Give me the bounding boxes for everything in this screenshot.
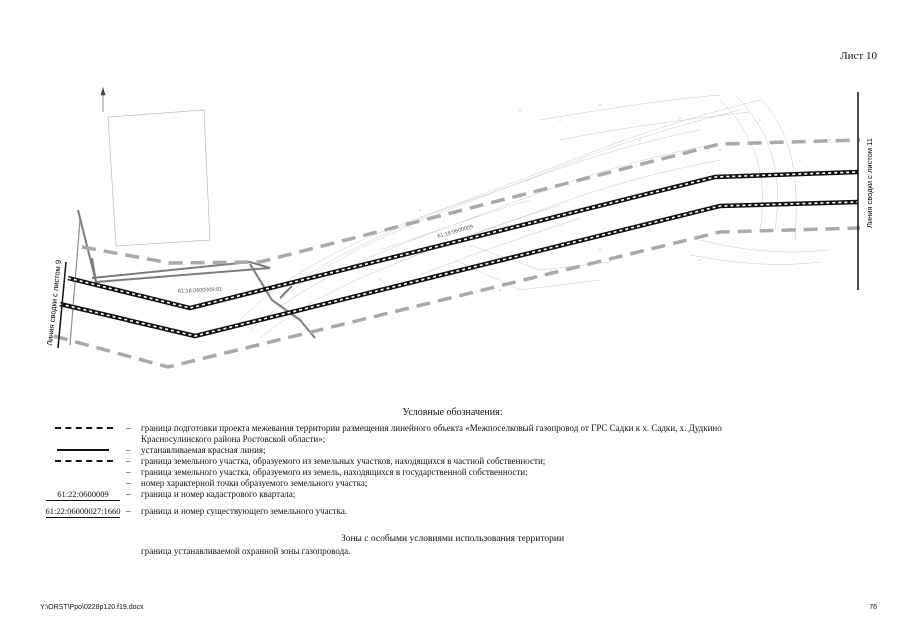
legend-row-private-parcel: – граница земельного участка, образуемог… — [40, 456, 740, 467]
legend-row-point-number: – номер характерной точки образуемого зе… — [40, 478, 740, 489]
north-arrow-icon — [100, 86, 106, 112]
legend-text: номер характерной точки образуемого земе… — [141, 478, 368, 488]
elevation-dots — [329, 104, 831, 301]
legend-title: Условные обозначения: — [402, 407, 503, 418]
legend-row-state-parcel: – граница земельного участка, образуемог… — [40, 467, 740, 478]
legend-text: граница и номер существующего земельного… — [141, 506, 348, 516]
sheet-label: Лист 10 — [840, 50, 877, 62]
legend-row-existing-parcel: 61:22:06000027:1660 – граница и номер су… — [40, 506, 740, 519]
legend: – граница подготовки проекта межевания т… — [40, 423, 740, 519]
footer-file-path: Y:\ORST\Ppo\0228p120.f19.docx — [40, 604, 144, 611]
legend-symbol-solid — [45, 445, 125, 456]
legend-code-quarter: 61:22:0600009 — [40, 489, 126, 501]
legend-text: устанавливаемая красная линия; — [141, 445, 266, 455]
footer-page-number: 76 — [869, 604, 877, 611]
legend-row-red-line: – устанавливаемая красная линия; — [40, 445, 740, 456]
red-line-lower — [59, 199, 859, 339]
protection-zone-boundary — [53, 138, 861, 369]
field-outline — [107, 109, 211, 247]
legend-symbol-dashed — [45, 456, 125, 467]
legend-row-project-boundary: – граница подготовки проекта межевания т… — [40, 423, 740, 445]
match-line-right-label: Линия сводки с листом 11 — [865, 138, 874, 228]
red-line-upper — [67, 169, 859, 311]
parcel-boundary-thin — [69, 219, 81, 346]
zones-desc: граница устанавливаемой охранной зоны га… — [141, 546, 351, 556]
parcel-label: 61:18:0600009:91 — [178, 287, 223, 295]
topography-background — [239, 94, 831, 339]
legend-text: граница и номер кадастрового квартала; — [141, 489, 296, 499]
legend-code-parcel: 61:22:06000027:1660 — [45, 506, 121, 518]
legend-text: граница подготовки проекта межевания тер… — [141, 423, 722, 444]
legend-symbol-dashed — [45, 423, 125, 434]
parcel-boundaries — [77, 209, 316, 339]
match-line-left — [57, 261, 67, 349]
zones-title: Зоны с особыми условиями использования т… — [340, 534, 565, 544]
legend-row-cadastral-quarter: 61:22:0600009 – граница и номер кадастро… — [40, 489, 740, 502]
legend-text: граница земельного участка, образуемого … — [141, 456, 546, 466]
legend-text: граница земельного участка, образуемого … — [141, 467, 528, 477]
site-plan-map: Линия сводки с листом 9 Линия сводки с л… — [45, 86, 874, 369]
